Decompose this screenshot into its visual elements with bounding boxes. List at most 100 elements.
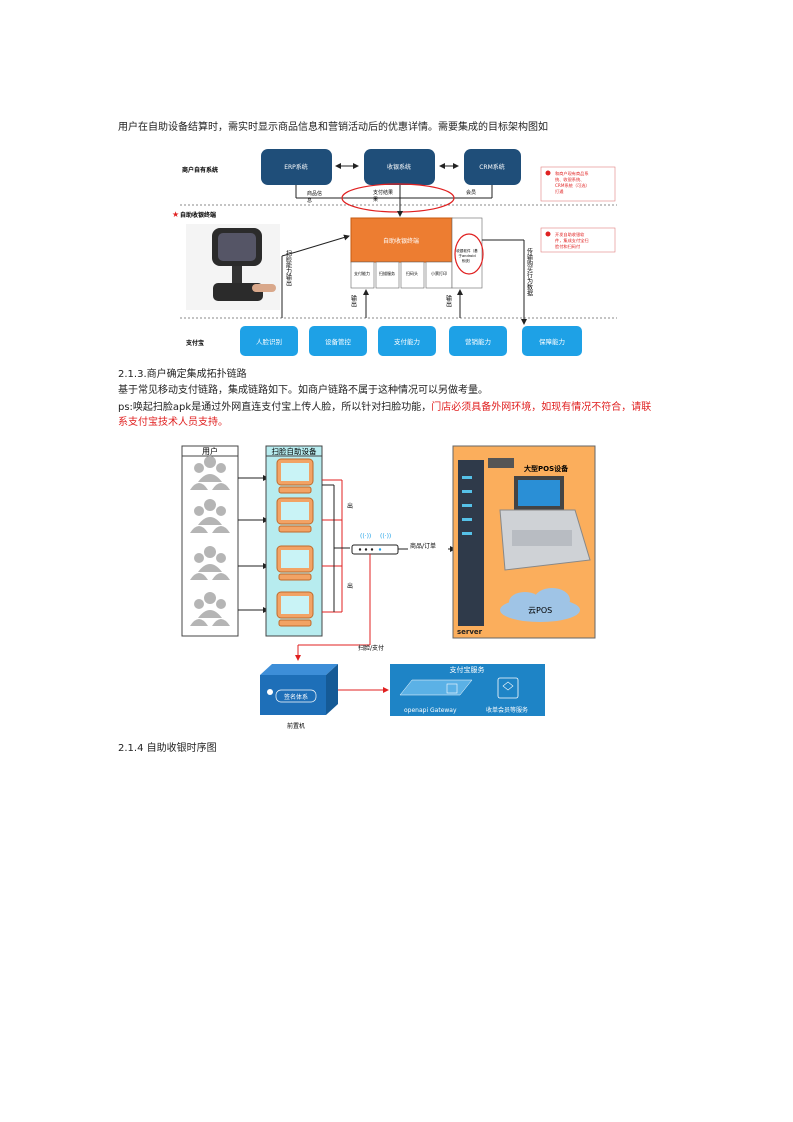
users-label: 用户 xyxy=(202,446,218,456)
sub-box-label: 扫码头 xyxy=(406,270,418,276)
capability-device xyxy=(309,326,367,356)
note-1-text: CRM系统（可选） xyxy=(555,182,590,189)
member-label: 会员 xyxy=(466,189,476,196)
pos-title: 大型POS设备 xyxy=(524,464,569,473)
payment-service-label: 收单会员等服务 xyxy=(486,706,528,714)
highlight-circle-payment xyxy=(341,183,455,213)
devices-column xyxy=(265,445,323,637)
section-213-line2-red: 门店必须具备外网环境，如现有情况不符合，请联 xyxy=(431,402,652,413)
section-213-title: 2.1.3.商户确定集成拓扑链路 xyxy=(118,369,247,380)
pos-terminal-icon xyxy=(276,458,314,494)
goods-info-label-a: 商品信 xyxy=(307,190,322,197)
sub-box-3 xyxy=(400,261,425,289)
sub-box-4 xyxy=(425,261,453,289)
sub-box-label: 小票打印 xyxy=(431,270,447,276)
pay-result-label-b: 果 xyxy=(373,197,378,203)
capability-label: 营销能力 xyxy=(465,337,491,346)
pay-result-label-a: 支付结果 xyxy=(373,189,393,196)
note-box-2 xyxy=(540,227,616,253)
front-machine-icon xyxy=(260,664,338,715)
cashier-system-box xyxy=(364,149,435,185)
note-1-text: 和商户现有商品系 xyxy=(555,170,589,177)
star-icon: ★ xyxy=(172,210,179,219)
capability-guarantee xyxy=(522,326,582,356)
exit-label: 出 xyxy=(347,502,353,510)
capability-label: 保障能力 xyxy=(539,337,565,346)
section-213-line2-normal: ps:唤起扫脸apk是通过外网直连支付宝上传人脸，所以针对扫脸功能， xyxy=(118,402,432,413)
capability-label: 人脸识别 xyxy=(256,337,282,346)
front-machine-label: 前置机 xyxy=(287,722,305,730)
svg-text:((·)): ((·)) xyxy=(380,533,391,540)
pos-terminal-icon xyxy=(276,591,314,627)
devices-label: 扫脸自助设备 xyxy=(272,446,317,456)
pos-panel xyxy=(452,445,596,639)
capability-label: 支付能力 xyxy=(394,337,420,346)
exit-label: 出 xyxy=(347,582,353,590)
note-1-text: 统、收银系统、 xyxy=(555,176,584,183)
scan-output-label: 扫脸能力输出 xyxy=(285,249,292,287)
network-switch-icon: ((·)) ((·)) xyxy=(351,533,399,555)
users-column xyxy=(181,445,239,637)
output-left-label: 输出 xyxy=(350,294,357,308)
note-2-text: 件，集成支付宝扫 xyxy=(555,237,589,244)
goods-info-label-b: 息 xyxy=(307,197,312,204)
cashier-software-label: 系统） xyxy=(462,258,473,263)
cashier-software-box xyxy=(451,217,483,289)
sub-box-label: 扫描服务 xyxy=(379,270,395,276)
terminal-main-label: 自助收银终端 xyxy=(383,237,419,245)
section-213-line3: 系支付宝技术人员支持。 xyxy=(118,417,228,428)
pos-terminal-icon xyxy=(276,497,314,533)
row-label-terminal: 自助收银终端 xyxy=(180,211,216,219)
note-1-text: 打通 xyxy=(555,188,564,195)
cloud-pos-icon xyxy=(500,588,580,622)
note-2-text: 开发自助收银软 xyxy=(555,231,585,238)
signing-system-label: 签名体系 xyxy=(284,693,308,701)
user-group-icon xyxy=(190,456,230,490)
svg-text:((·)): ((·)) xyxy=(360,533,371,540)
cloud-pos-label: 云POS xyxy=(528,606,552,615)
row-label-alipay: 支付宝 xyxy=(185,339,204,347)
pos-machine-image xyxy=(488,458,591,571)
section-214-title: 2.1.4 自助收银时序图 xyxy=(118,743,217,754)
scan-pay-label: 扫脸/支付 xyxy=(358,644,384,652)
erp-system-label: ERP系统 xyxy=(284,163,308,171)
section-213-line2: ps:唤起扫脸apk是通过外网直连支付宝上传人脸，所以针对扫脸功能，门店必须具备… xyxy=(118,401,651,415)
kiosk-device-image xyxy=(186,224,280,310)
highlight-circle-software xyxy=(454,233,484,275)
row-label-merchant: 商户自有系统 xyxy=(182,166,218,174)
pos-terminal-icon xyxy=(276,545,314,581)
cashier-software-label: 于android xyxy=(458,254,475,258)
capability-face xyxy=(240,326,298,356)
alipay-service-box xyxy=(390,664,545,716)
cashier-software-label: 收银软件（基 xyxy=(456,248,478,253)
intro-paragraph: 用户在自助设备结算时，需实时显示商品信息和营销活动后的优惠详情。需要集成的目标架… xyxy=(118,122,548,133)
user-group-icon xyxy=(190,499,230,533)
user-group-icon xyxy=(190,592,230,626)
cashier-system-label: 收银系统 xyxy=(387,163,411,171)
gateway-icon xyxy=(399,679,473,696)
note-2-text: 脸付和扫码付 xyxy=(555,243,580,250)
sub-box-label: 支付能力 xyxy=(354,270,370,276)
erp-system-box xyxy=(261,149,332,185)
server-label: server xyxy=(457,628,483,636)
user-group-icon xyxy=(190,546,230,580)
alipay-service-label: 支付宝服务 xyxy=(450,665,485,674)
output-right-label: 输出 xyxy=(445,294,452,308)
capability-marketing xyxy=(449,326,507,356)
capability-label: 设备管控 xyxy=(325,337,352,346)
crm-system-label: CRM系统 xyxy=(479,163,505,171)
sub-box-2 xyxy=(375,261,400,289)
crm-system-box xyxy=(464,149,521,185)
capability-pay xyxy=(378,326,436,356)
server-tower xyxy=(458,460,484,626)
goods-order-label: 商品/订单 xyxy=(410,542,436,550)
section-213-line1: 基于常见移动支付链路，集成链路如下。如商户链路不属于这种情况可以另做考量。 xyxy=(118,385,488,396)
service-cube-icon xyxy=(497,677,519,699)
transfer-data-label: 传输购买行为数据 xyxy=(526,247,533,297)
terminal-main-box xyxy=(350,217,453,263)
note-box-1 xyxy=(540,166,616,202)
sub-box-1 xyxy=(350,261,375,289)
gateway-label: openapi Gateway xyxy=(404,707,457,714)
